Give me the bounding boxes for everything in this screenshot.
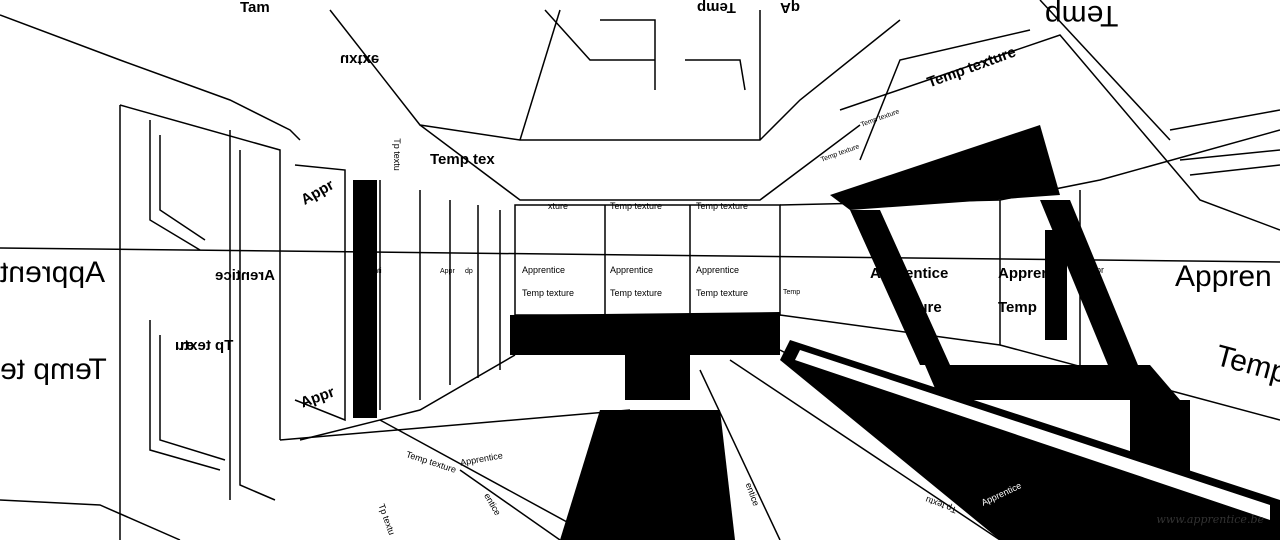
texture-label: Appr — [1085, 265, 1105, 275]
texture-label: Temp tex — [430, 151, 495, 168]
texture-label: Temp — [697, 0, 736, 16]
floor-block — [560, 410, 735, 540]
texture-label: Appren — [1175, 260, 1272, 293]
texture-label: Tam — [240, 0, 270, 16]
texture-label: Temp texture — [696, 288, 749, 298]
watermark: www.apprentice.be — [1156, 513, 1264, 526]
texture-label: qA — [780, 0, 800, 16]
right-frame-top — [830, 125, 1060, 210]
left-pillar — [353, 180, 377, 418]
texture-label: Tp textu — [391, 138, 402, 171]
texture-label: dp — [465, 268, 473, 275]
texture-label: xture — [548, 201, 569, 211]
texture-label: Apprentice — [870, 265, 949, 282]
texture-label: re — [180, 337, 195, 354]
texture-label: Temp — [783, 289, 801, 296]
texture-label: Temp texture — [610, 288, 663, 298]
texture-label: Apprent — [0, 256, 106, 289]
texture-label: Temp texture — [696, 201, 749, 211]
texture-label: Appr — [440, 268, 455, 275]
texture-label: Temp texture — [610, 201, 663, 211]
texture-label: Temp — [1045, 0, 1119, 32]
texture-label: xture — [905, 299, 942, 316]
texture-label: Apprentice — [522, 265, 566, 275]
back-counter — [510, 312, 780, 355]
right-frame-left — [850, 210, 950, 365]
texture-label: Apprentice — [610, 265, 654, 275]
texture-label: Temp — [998, 299, 1037, 316]
texture-label: renti — [368, 268, 382, 275]
texture-label: Temp — [1085, 299, 1108, 309]
left-wall-frame — [0, 14, 301, 141]
texture-label: uxtxe — [340, 51, 380, 68]
texture-label: Temp texture — [522, 288, 575, 298]
texture-label: Temp te — [0, 353, 107, 386]
texture-label: Appren — [998, 265, 1051, 282]
texture-label: Arentice — [215, 267, 276, 284]
left-wall-frame-low — [0, 499, 181, 540]
left-panel-outline — [119, 104, 281, 440]
texture-label: Apprentice — [696, 265, 740, 275]
